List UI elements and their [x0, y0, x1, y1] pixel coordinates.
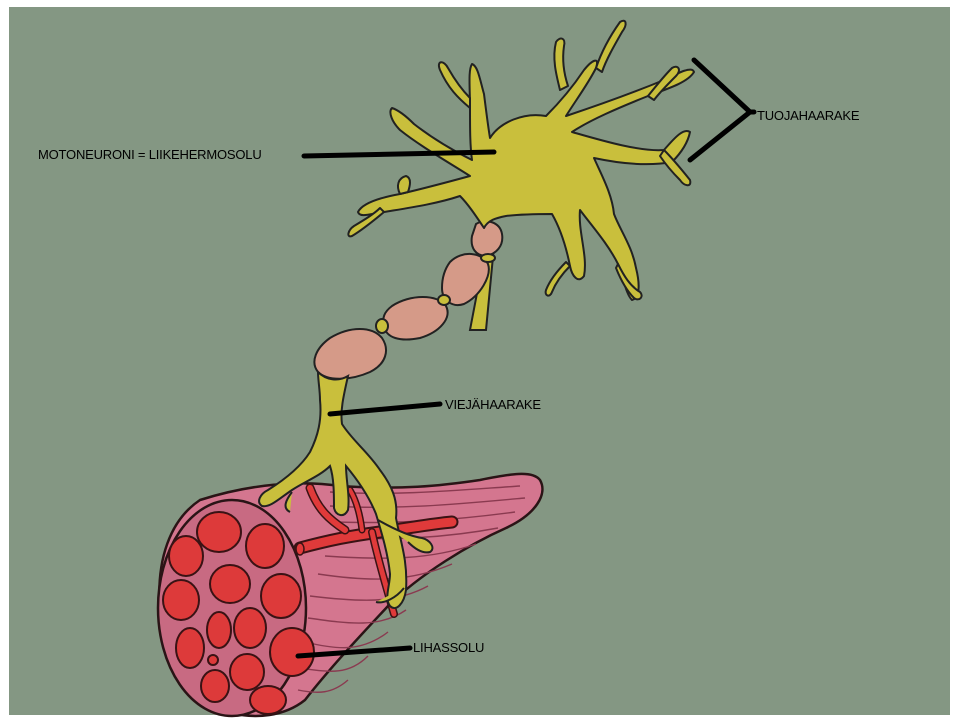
dendrites-label: TUOJAHAARAKE	[757, 108, 859, 123]
vessel-end	[296, 543, 304, 555]
motoneuron-label: MOTONEURONI = LIIKEHERMOSOLU	[38, 147, 262, 162]
axon-label: VIEJÄHAARAKE	[445, 397, 541, 412]
muscle-cell-label: LIHASSOLU	[413, 640, 484, 655]
dendrite-left	[398, 176, 410, 194]
